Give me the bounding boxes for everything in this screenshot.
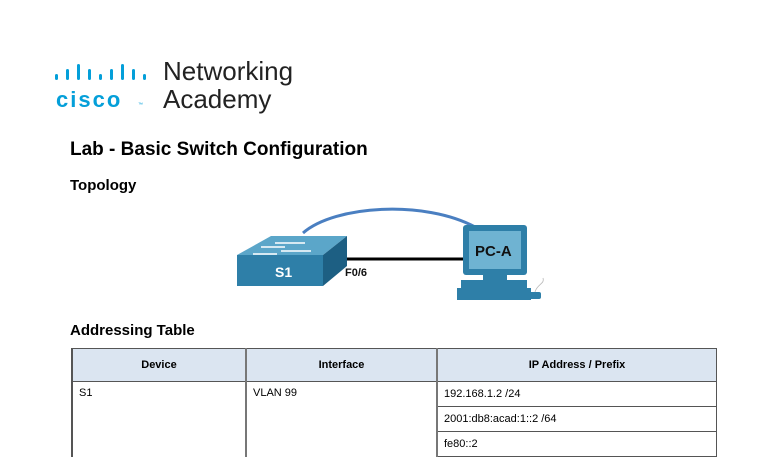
header-ip-address: IP Address / Prefix — [436, 348, 717, 382]
logo-brand-text: cisco — [56, 87, 123, 112]
cell-interface: VLAN 99 — [245, 381, 438, 457]
topology-heading: Topology — [70, 177, 137, 194]
logo-trademark: ™ — [138, 102, 143, 108]
table-header-row: Device Interface IP Address / Prefix — [71, 348, 717, 382]
port-label: F0/6 — [345, 267, 367, 279]
switch-label: S1 — [275, 264, 292, 280]
topology-diagram: S1 F0/6 PC-A — [237, 207, 544, 300]
header-device: Device — [71, 348, 247, 382]
cisco-bars-icon — [55, 64, 146, 80]
cell-ipv6-address: 2001:db8:acad:1::2 /64 — [436, 406, 717, 432]
table-row: 2001:db8:acad:1::2 /64 — [72, 406, 717, 432]
pc-label: PC-A — [475, 243, 512, 260]
console-cable — [302, 207, 476, 235]
cell-link-local-address: fe80::2 — [436, 431, 717, 457]
cell-device: S1 — [71, 381, 247, 457]
cell-ipv4-address: 192.168.1.2 /24 — [436, 381, 717, 407]
switch-icon: S1 — [237, 236, 347, 286]
cisco-networking-academy-logo: cisco ™ Networking Academy — [54, 56, 314, 118]
document-title: Lab - Basic Switch Configuration — [70, 139, 368, 160]
header-interface: Interface — [245, 348, 438, 382]
table-row: S1 VLAN 99 192.168.1.2 /24 — [71, 381, 717, 457]
logo-networking-text: Networking — [163, 56, 294, 86]
logo-academy-text: Academy — [163, 84, 272, 114]
pc-icon: PC-A — [457, 225, 544, 300]
addressing-table-heading: Addressing Table — [70, 322, 195, 339]
